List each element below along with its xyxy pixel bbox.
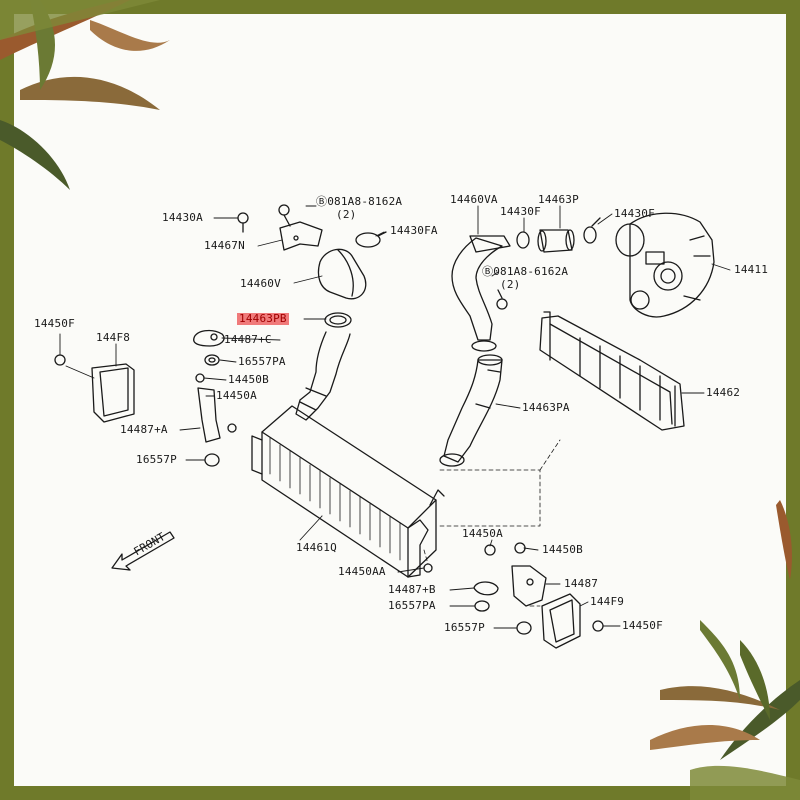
bolt-14450aa [423,563,433,573]
label-14450a-left: 14450A [216,389,257,402]
bracket-14467n [278,204,323,251]
label-14430fa: 14430FA [390,224,438,237]
label-14463pb-highlighted: 14463PB [237,312,289,325]
label-16557pa-left: 16557PA [238,355,286,368]
duct-144f9 [541,593,581,649]
label-14430f-a: 14430F [500,205,541,218]
bolt-14450f-left [54,354,66,366]
seal-14487c [193,329,225,347]
bolt-14450b-right [514,542,526,554]
label-14487c: 14487+C [224,333,272,346]
bolt-081a8-right [496,289,508,310]
label-14430a: 14430A [162,211,203,224]
label-14450aa: 14450AA [338,565,386,578]
clamp-14430fa [355,231,387,248]
diagram-panel [14,14,786,786]
label-081a8-8162a-qty: (2) [336,208,357,221]
leaf-decoration-bottom-right [650,500,800,800]
label-14430f-b: 14430F [614,207,655,220]
front-arrow-icon [111,531,175,571]
label-14450f-left: 14450F [34,317,75,330]
dashed-guides [423,439,561,607]
label-14461q: 14461Q [296,541,337,554]
leaf-decoration-top-left [0,0,170,190]
turbocharger-14411 [615,212,715,318]
label-16557p-left: 16557P [136,453,177,466]
label-16557p-right: 16557P [444,621,485,634]
duct-144f8 [91,363,135,423]
label-14463p: 14463P [538,193,579,206]
bracket-14487a [197,387,237,443]
label-081a8-6162a: Ⓑ081A8-6162A [482,265,569,278]
hose-14463pa [439,354,503,467]
grommet-16557p-right [516,621,532,635]
intercooler-14461q [251,405,445,578]
grommet-16557pa-right [474,600,490,612]
bolt-14450b-left [195,373,205,383]
clamp-14430f-a [516,231,530,249]
label-14460v: 14460V [240,277,281,290]
air-guide-14462 [539,311,685,431]
hose-14460v [317,248,367,300]
coupler-14463p [537,229,575,253]
label-144f8: 144F8 [96,331,131,344]
label-14411: 14411 [734,263,769,276]
bolt-14430a [237,212,249,233]
seal-14487b [473,581,499,596]
bracket-14487 [511,565,547,607]
label-14487b: 14487+B [388,583,436,596]
label-14487: 14487 [564,577,599,590]
label-081a8-6162a-qty: (2) [500,278,521,291]
label-14450f-right: 14450F [622,619,663,632]
grommet-16557p-left [204,453,220,467]
label-14463pa: 14463PA [522,401,570,414]
label-16557pa-right: 16557PA [388,599,436,612]
label-14467n: 14467N [204,239,245,252]
label-14460va: 14460VA [450,193,498,206]
hose-14460va [451,235,511,352]
grommet-16557pa-left [204,354,220,366]
label-14450b-right: 14450B [542,543,583,556]
label-14487a: 14487+A [120,423,168,436]
bolt-14450f-right [592,620,604,632]
label-081a8-8162a: Ⓑ081A8-8162A [316,195,403,208]
label-14450a-right: 14450A [462,527,503,540]
clamp-14463pb [324,312,352,328]
label-14450b-left: 14450B [228,373,269,386]
bolt-14450a-right [484,544,496,556]
leader-lines [59,205,731,629]
hose-lower-left [295,331,351,421]
clamp-14430f-b [583,217,601,244]
label-14462: 14462 [706,386,741,399]
label-144f9: 144F9 [590,595,625,608]
